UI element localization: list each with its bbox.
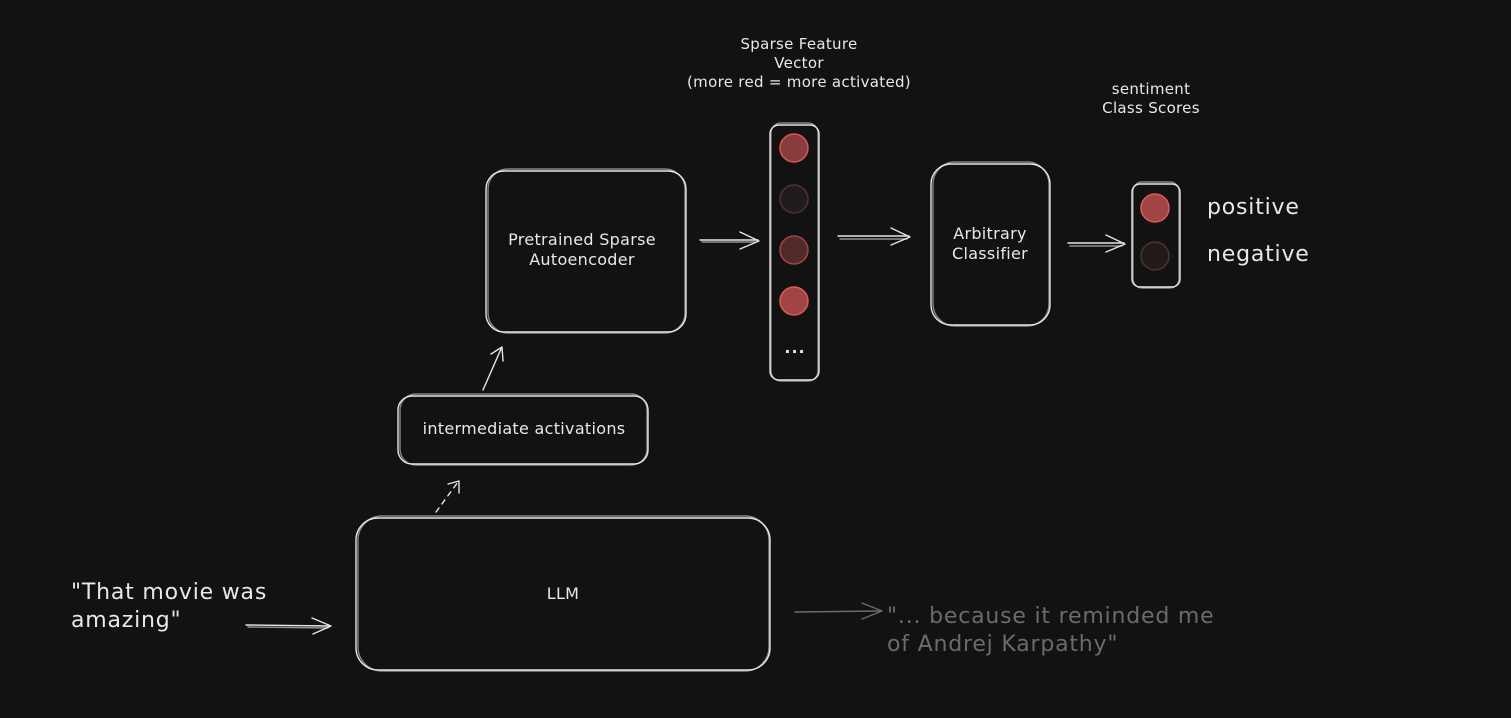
classifier-label-line2: Classifier [951, 244, 1029, 263]
intermediate-label-text: intermediate activations [422, 419, 626, 438]
sparse-feature-vector-title: Sparse Feature Vector (more red = more a… [687, 35, 911, 91]
autoencoder-label-line2: Autoencoder [529, 250, 635, 269]
output-text: "... because it reminded me of Andrej Ka… [887, 603, 1214, 658]
sentiment-title-line2: Class Scores [1102, 98, 1200, 117]
intermediate-box [397, 395, 649, 465]
llm-box-sketch [357, 515, 770, 672]
sentiment-title-line1: sentiment [1111, 80, 1191, 98]
class-scores-column-sketch [1132, 181, 1180, 289]
output-text-line1: "... because it reminded me [887, 604, 1215, 629]
feature-circle-4 [779, 286, 809, 316]
autoencoder-box-sketch [487, 168, 686, 334]
sparse-title-line2: Vector [774, 53, 824, 72]
class-label-negative: negative [1207, 242, 1310, 267]
input-text-line2: amazing" [71, 607, 182, 633]
intermediate-box-sketch [399, 393, 648, 466]
output-text-line2: of Andrej Karpathy" [887, 631, 1119, 657]
classifier-box [930, 163, 1051, 326]
classifier-label: Arbitrary Classifier [952, 224, 1028, 264]
score-circle-positive [1140, 193, 1170, 223]
classifier-box-sketch [932, 161, 1050, 327]
input-text-line1: "That movie was [71, 580, 268, 605]
sparse-title-line1: Sparse Feature [740, 35, 858, 53]
sentiment-scores-title: sentiment Class Scores [1102, 80, 1200, 118]
llm-box [355, 517, 771, 671]
arrow-intermediate-to-autoencoder [482, 346, 504, 391]
arrow-autoencoder-to-vector [699, 231, 760, 250]
intermediate-label: intermediate activations [423, 419, 626, 439]
llm-label-text: LLM [546, 584, 580, 603]
input-text: "That movie was amazing" [71, 579, 267, 634]
arrow-llm-to-intermediate [435, 480, 460, 513]
autoencoder-label: Pretrained Sparse Autoencoder [508, 230, 656, 270]
feature-vector-column-sketch [770, 122, 819, 382]
feature-circle-1 [779, 133, 809, 163]
autoencoder-box [485, 170, 687, 333]
autoencoder-label-line1: Pretrained Sparse [508, 230, 656, 249]
class-label-positive: positive [1207, 195, 1300, 220]
score-circle-negative [1140, 241, 1170, 271]
classifier-label-line1: Arbitrary [953, 224, 1027, 243]
sparse-title-line3: (more red = more activated) [687, 72, 911, 91]
feature-circle-3 [779, 235, 809, 265]
feature-vector-ellipsis: ... [784, 338, 806, 357]
arrow-input-to-llm [245, 617, 332, 635]
arrow-vector-to-classifier [837, 227, 911, 246]
feature-vector-column [769, 124, 820, 381]
arrow-llm-to-output [794, 602, 883, 620]
class-scores-column [1131, 183, 1181, 288]
feature-circle-2 [779, 184, 809, 214]
llm-label: LLM [547, 584, 580, 604]
arrow-classifier-to-scores [1067, 234, 1126, 253]
